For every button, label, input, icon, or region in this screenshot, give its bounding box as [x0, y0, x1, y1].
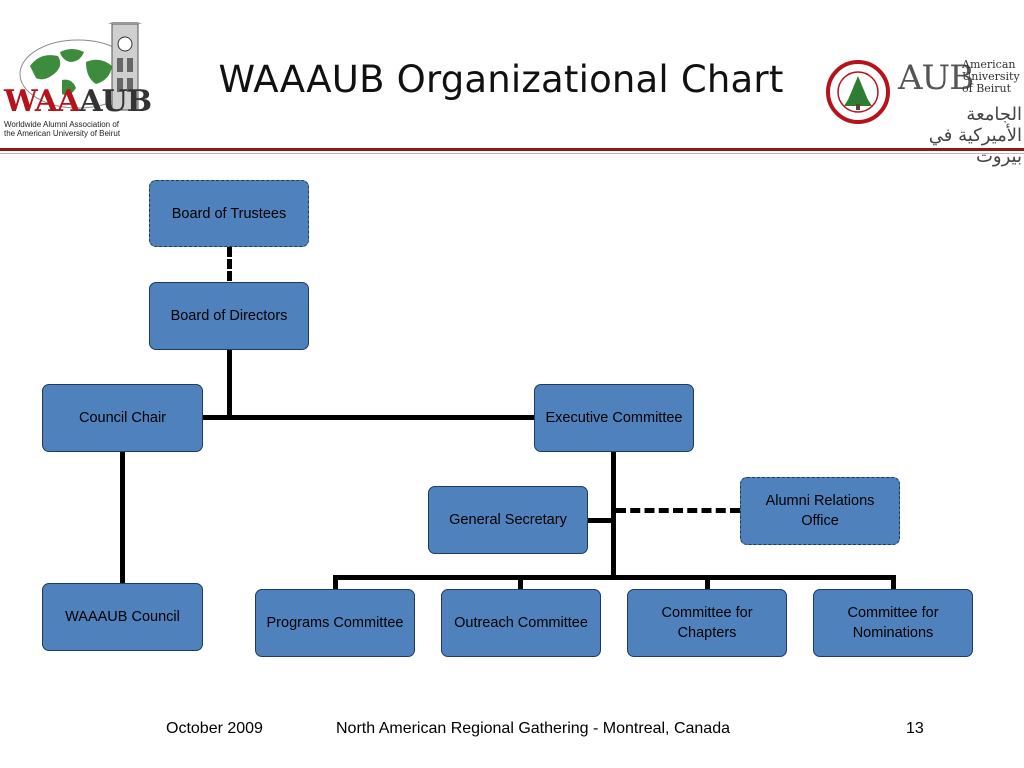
- outreach-committee-node: Outreach Committee: [441, 589, 601, 657]
- programs-committee-node: Programs Committee: [255, 589, 415, 657]
- globe-tower-icon: [19, 22, 142, 111]
- outreach-drop-connector: [518, 575, 523, 589]
- waaaub-wordmark: WAAAUB: [4, 84, 152, 119]
- committees-horizontal-connector: [333, 575, 896, 580]
- general-secretary-node: General Secretary: [428, 486, 588, 554]
- page-title: WAAAUB Organizational Chart: [218, 58, 784, 101]
- council-vertical-connector: [120, 452, 125, 583]
- committee-for-chapters-node: Committee for Chapters: [627, 589, 787, 657]
- directors-vertical-connector: [227, 350, 232, 420]
- footer-event: North American Regional Gathering - Mont…: [336, 720, 730, 737]
- header-rule: [0, 148, 1024, 151]
- alumni-office-dashed-connector: [616, 508, 740, 513]
- committee-for-nominations-node: Committee for Nominations: [813, 589, 973, 657]
- executive-committee-node: Executive Committee: [534, 384, 694, 452]
- footer-page-number: 13: [906, 720, 924, 737]
- waaaub-council-node: WAAAUB Council: [42, 583, 203, 651]
- aub-arabic-name: الجامعة الأميركية في بيروت: [928, 104, 1022, 167]
- trustees-directors-dashed-connector: [227, 247, 232, 281]
- secretary-connector: [588, 518, 613, 523]
- header-rule-thin: [0, 153, 1024, 154]
- alumni-relations-office-node: Alumni Relations Office: [740, 477, 900, 545]
- board-of-directors-node: Board of Directors: [149, 282, 309, 350]
- programs-drop-connector: [333, 575, 338, 589]
- chapters-drop-connector: [705, 575, 710, 589]
- waaaub-subtitle: Worldwide Alumni Association of the Amer…: [4, 120, 121, 138]
- nominations-drop-connector: [891, 575, 896, 589]
- footer-date: October 2009: [166, 720, 263, 737]
- waaaub-logo: [0, 22, 170, 146]
- aub-wordmark: AUB: [898, 58, 974, 98]
- aub-name: American University of Beirut: [962, 58, 1020, 95]
- chair-executive-horizontal-connector: [203, 415, 535, 420]
- aub-logo: AUB American University of Beirut الجامع…: [826, 58, 1022, 167]
- executive-vertical-connector: [611, 452, 616, 577]
- board-of-trustees-node: Board of Trustees: [149, 180, 309, 247]
- council-chair-node: Council Chair: [42, 384, 203, 452]
- aub-seal-icon: [826, 60, 890, 124]
